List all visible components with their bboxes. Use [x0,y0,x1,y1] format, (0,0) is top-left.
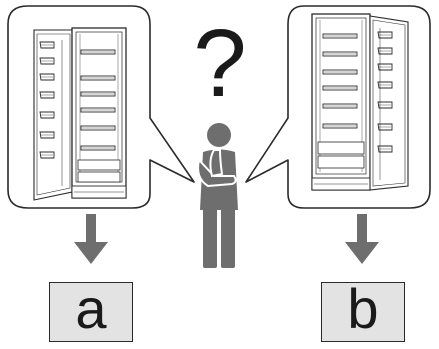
question-mark: ? [193,10,247,117]
arrow-down-icon [345,214,379,264]
fridge-icon-right [311,13,409,191]
thinking-person-icon [197,123,238,268]
option-b-label-box: b [321,277,405,342]
option-a-label-box: a [49,277,133,342]
option-a-label: a [75,277,107,340]
option-b-label: b [347,277,379,340]
fridge-icon-left [33,27,127,201]
arrow-down-icon [74,214,108,264]
